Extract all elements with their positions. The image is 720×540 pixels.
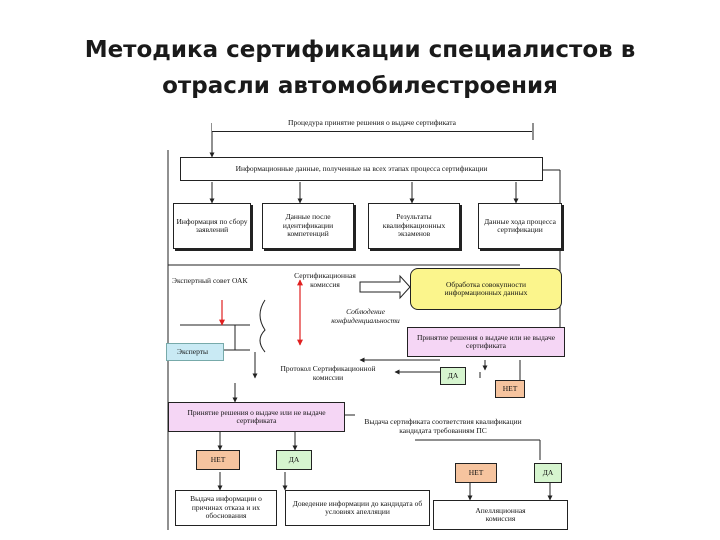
decision-left-text: Принятие решения о выдаче или не выдаче … xyxy=(187,407,326,425)
title-line-1: Методика сертификации специалистов в xyxy=(84,37,636,63)
no-right-text: НЕТ xyxy=(468,467,484,477)
experts-box: Эксперты xyxy=(166,343,224,361)
refusal-info-box: Выдача информации о причинах отказа и их… xyxy=(175,490,277,526)
yes-left-text: ДА xyxy=(288,454,300,464)
info-box-exam-results: Результаты квалификационных экзаменов xyxy=(368,203,460,249)
yes-box-upper: ДА xyxy=(440,367,466,385)
appeal-commission-text: Апелляционная комиссия xyxy=(475,505,526,523)
info-box-competence: Данные после идентификации компетенций xyxy=(262,203,354,249)
yes-box-left: ДА xyxy=(276,450,312,470)
confidentiality-label: Соблюдение конфиденциальности xyxy=(331,308,400,325)
candidate-info-text: Доведение информации до кандидата об усл… xyxy=(292,498,423,516)
issue-cert-label: Выдача сертификата соответствия квалифик… xyxy=(364,418,522,435)
info-data-text: Информационные данные, полученные на все… xyxy=(235,163,488,173)
info-box-process-data: Данные хода процесса сертификации xyxy=(478,203,562,249)
info-box-applications-text: Информация по сбору заявлений xyxy=(176,216,248,234)
experts-text: Эксперты xyxy=(177,346,209,356)
info-box-process-data-text: Данные хода процесса сертификации xyxy=(484,216,556,234)
procedure-header: Процедура принятие решения о выдаче серт… xyxy=(212,116,532,132)
protocol-label: Протокол Сертификационной комиссии xyxy=(280,365,376,382)
yes-box-right: ДА xyxy=(534,463,562,483)
no-upper-text: НЕТ xyxy=(502,383,518,393)
yes-upper-text: ДА xyxy=(447,370,459,380)
info-box-competence-text: Данные после идентификации компетенций xyxy=(282,212,334,239)
title-line-2: отрасли автомобилестроения xyxy=(162,73,558,99)
info-box-exam-results-text: Результаты квалификационных экзаменов xyxy=(382,212,446,239)
cert-commission-label: Сертификационная комиссия xyxy=(294,272,356,289)
candidate-info-box: Доведение информации до кандидата об усл… xyxy=(285,490,430,526)
no-box-right: НЕТ xyxy=(455,463,497,483)
refusal-info-text: Выдача информации о причинах отказа и их… xyxy=(190,494,262,521)
processing-text: Обработка совокупности информационных да… xyxy=(444,279,528,297)
decision-right-text: Принятие решения о выдаче или не выдаче … xyxy=(416,332,556,350)
appeal-commission-box: Апелляционная комиссия xyxy=(433,500,568,530)
yes-right-text: ДА xyxy=(542,467,554,477)
decision-left-box: Принятие решения о выдаче или не выдаче … xyxy=(168,402,345,432)
page-title: Методика сертификации специалистов в отр… xyxy=(0,32,720,104)
info-box-applications: Информация по сбору заявлений xyxy=(173,203,251,249)
decision-right-box: Принятие решения о выдаче или не выдаче … xyxy=(407,327,565,357)
no-left-text: НЕТ xyxy=(210,454,226,464)
info-data-box: Информационные данные, полученные на все… xyxy=(180,157,543,181)
expert-council-label: Экспертный совет ОАК xyxy=(172,277,248,285)
no-box-upper: НЕТ xyxy=(495,380,525,398)
procedure-text: Процедура принятие решения о выдаче серт… xyxy=(288,118,456,128)
no-box-left: НЕТ xyxy=(196,450,240,470)
processing-box: Обработка совокупности информационных да… xyxy=(410,268,562,310)
